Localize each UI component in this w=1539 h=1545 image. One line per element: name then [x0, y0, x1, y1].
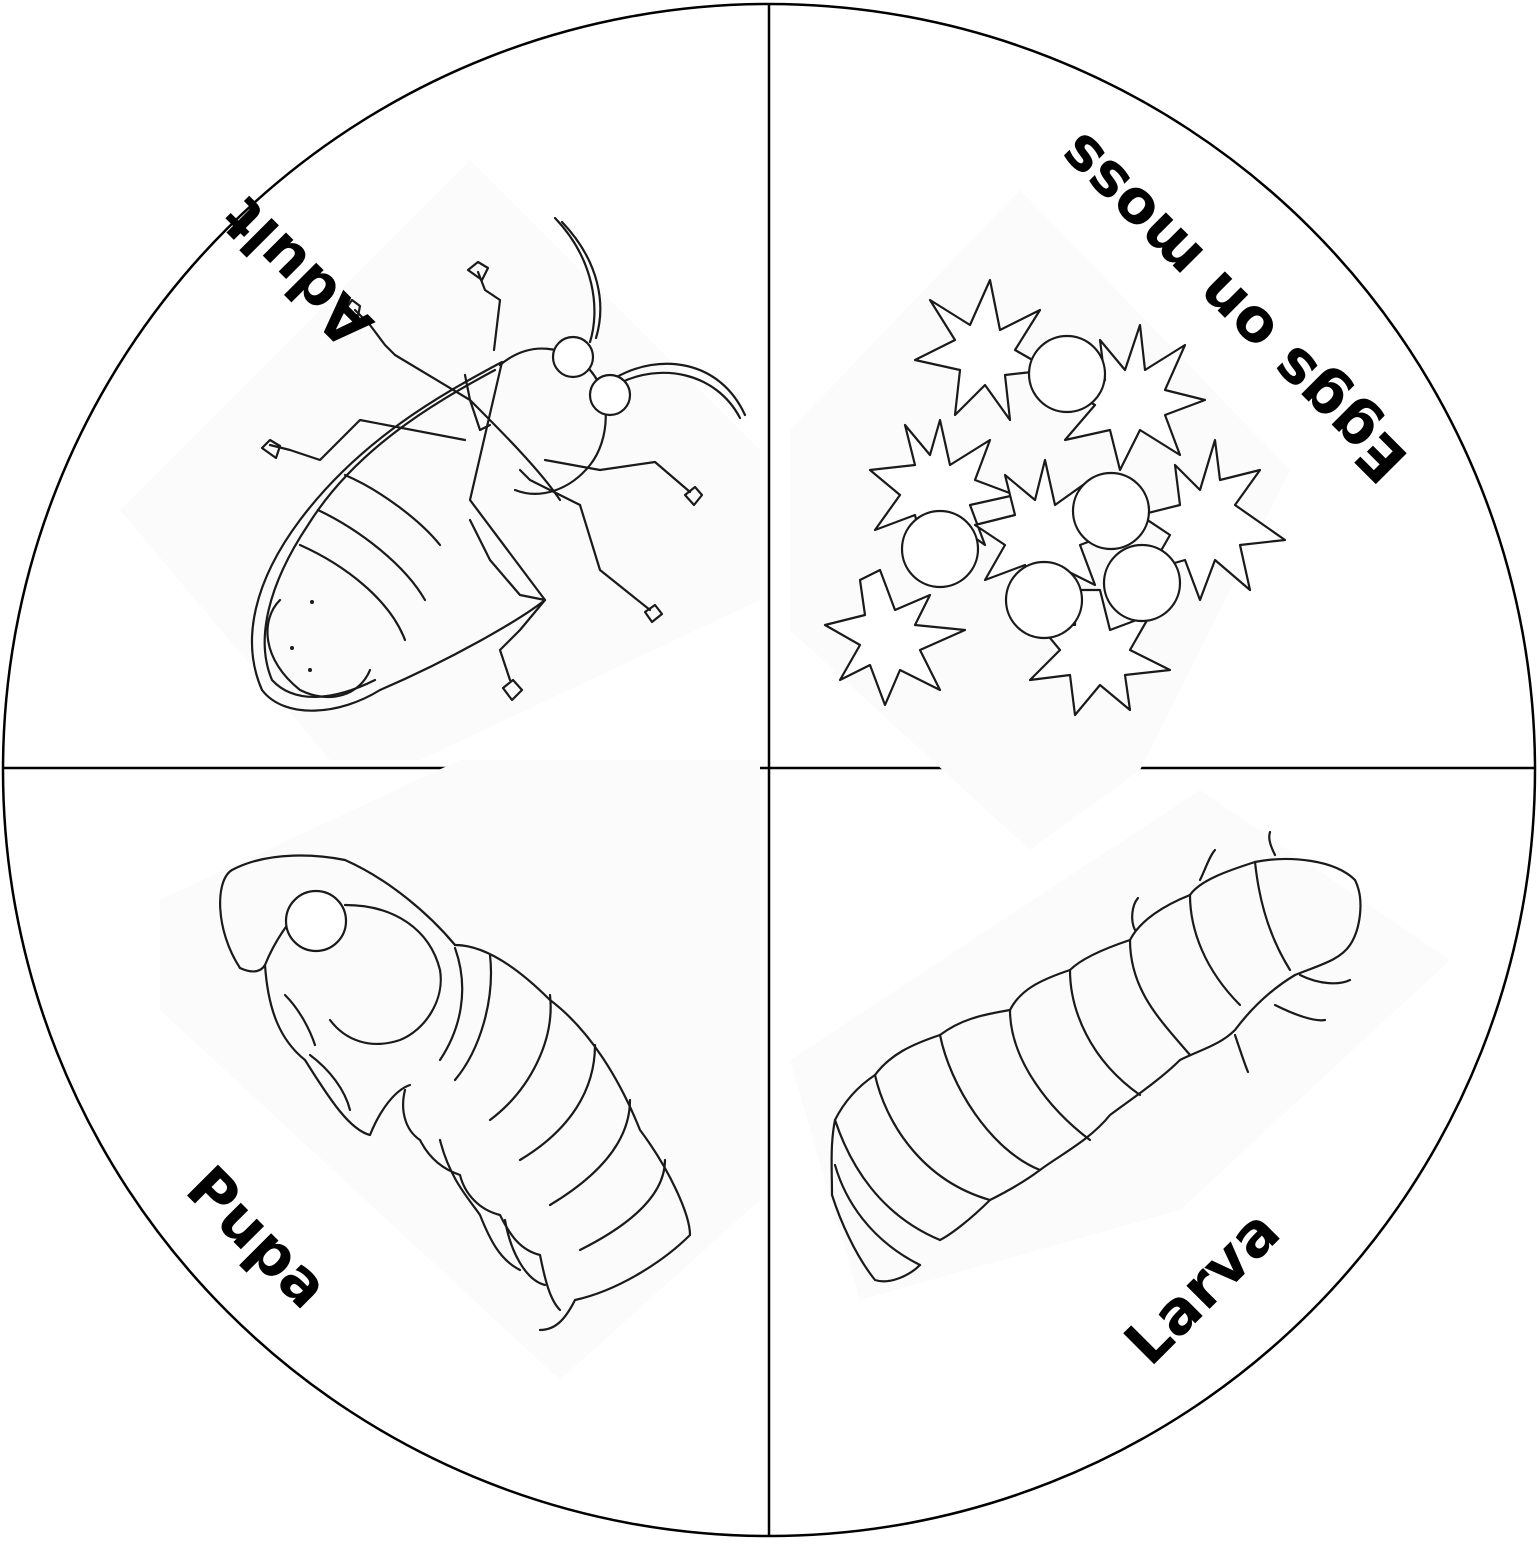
life-cycle-wheel: Adult Eggs on moss Larva Pupa — [0, 0, 1539, 1540]
